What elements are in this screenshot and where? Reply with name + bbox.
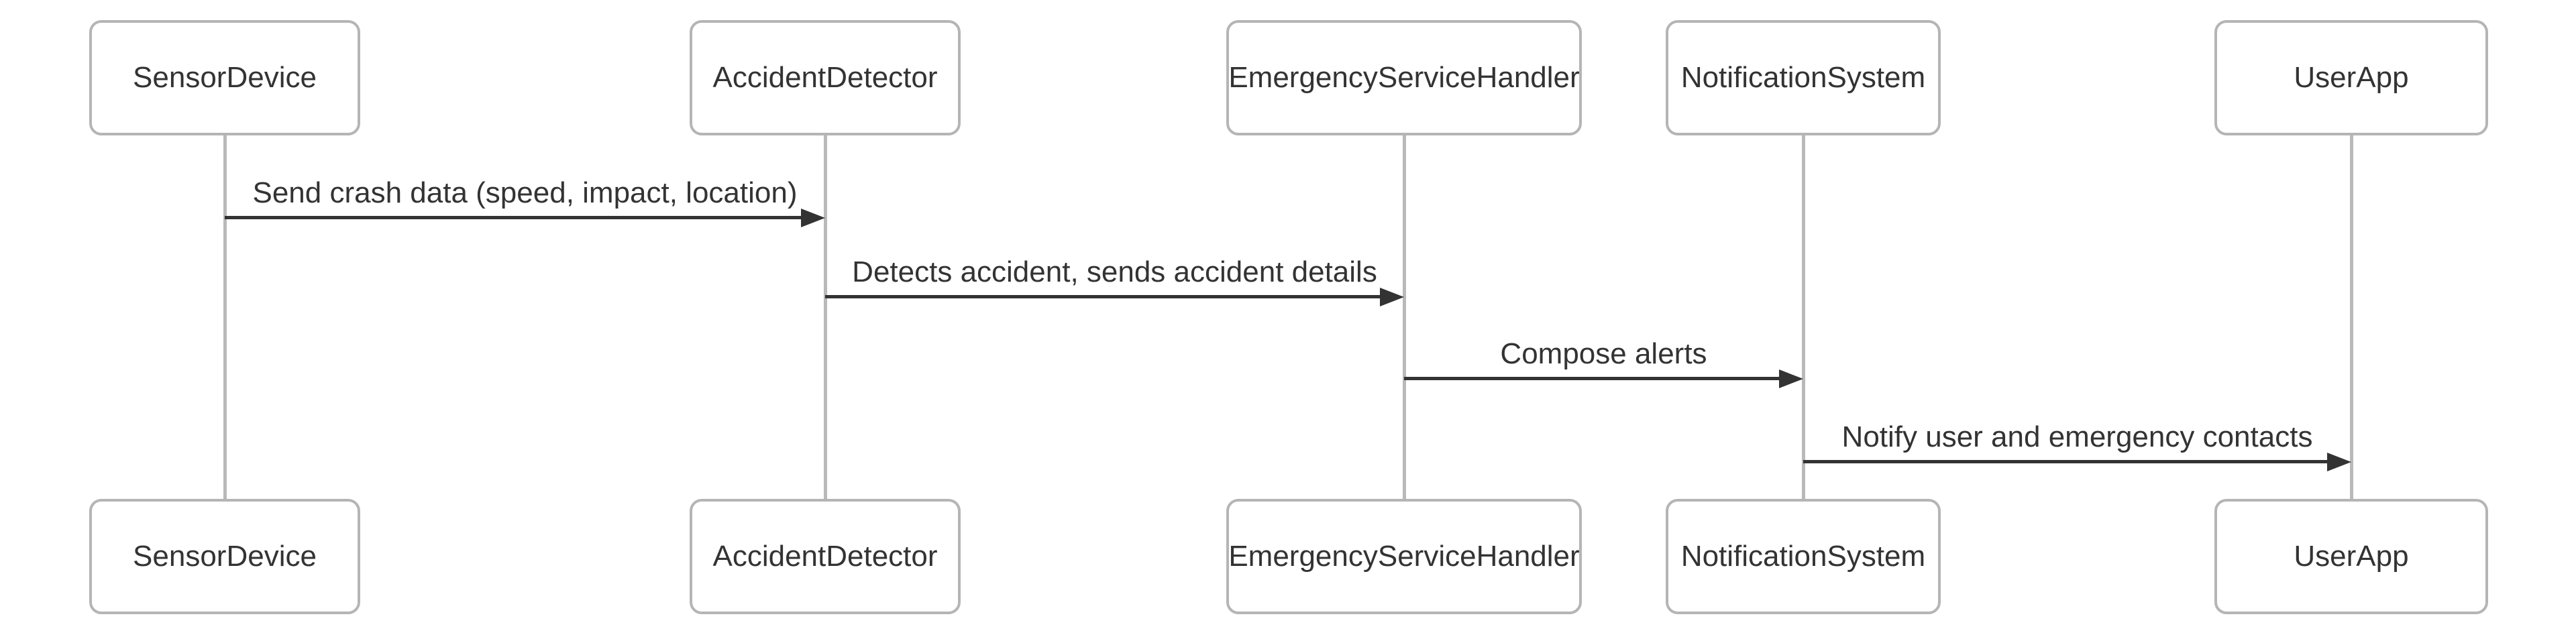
message-label: Send crash data (speed, impact, location… (252, 176, 798, 209)
message-arrowhead (1380, 288, 1404, 306)
lifeline (1402, 135, 1406, 499)
actor-top-box: AccidentDetector (690, 20, 961, 135)
actor-bottom-box: AccidentDetector (690, 499, 961, 614)
actor-top-box: NotificationSystem (1666, 20, 1941, 135)
message-arrowhead (1779, 369, 1803, 388)
message-arrowhead (2327, 453, 2351, 471)
message-line (1803, 460, 2330, 463)
message-line (1404, 377, 1782, 380)
actor-bottom-box: UserApp (2214, 499, 2488, 614)
message-label: Detects accident, sends accident details (852, 255, 1377, 288)
actor-bottom-box: NotificationSystem (1666, 499, 1941, 614)
message-line (825, 295, 1383, 298)
message-label: Compose alerts (1500, 337, 1707, 370)
message-line (225, 216, 804, 219)
actor-top-box: UserApp (2214, 20, 2488, 135)
actor-top-box: EmergencyServiceHandler (1226, 20, 1582, 135)
message-label: Notify user and emergency contacts (1841, 420, 2313, 453)
message-arrowhead (801, 209, 825, 227)
actor-bottom-box: EmergencyServiceHandler (1226, 499, 1582, 614)
actor-top-box: SensorDevice (89, 20, 360, 135)
lifeline (223, 135, 227, 499)
lifeline (823, 135, 827, 499)
lifeline (1801, 135, 1805, 499)
lifeline (2349, 135, 2353, 499)
actor-bottom-box: SensorDevice (89, 499, 360, 614)
